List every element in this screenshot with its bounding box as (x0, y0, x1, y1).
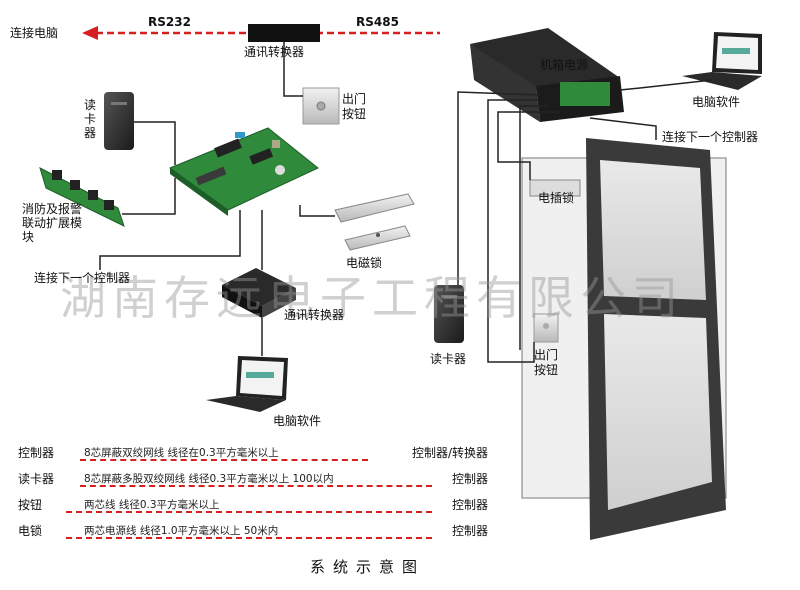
spec-target: 控制器 (451, 498, 488, 512)
spec-row-controller: 控制器 8芯屏蔽双绞网线 线径在0.3平方毫米以上 控制器/转换器 (18, 444, 488, 462)
right-laptop-device (682, 32, 762, 90)
mid-converter-label: 通讯转换器 (284, 308, 345, 322)
top-converter-device (248, 24, 320, 42)
spec-row-card-reader: 读卡器 8芯屏蔽多股双绞网线 线径0.3平方毫米以上 100以内 控制器 (18, 470, 488, 488)
spec-row-lock: 电锁 两芯电源线 线径1.0平方毫米以上 50米内 控制器 (18, 522, 488, 540)
spec-target: 控制器 (451, 524, 488, 538)
chassis-power-label: 机箱电源 (540, 58, 589, 72)
spec-desc: 两芯线 线径0.3平方毫米以上 (84, 499, 220, 511)
connect-pc-label: 连接电脑 (10, 26, 59, 40)
rs485-label: RS485 (356, 15, 399, 29)
left-next-controller-label: 连接下一个控制器 (34, 271, 131, 285)
spec-desc: 8芯屏蔽双绞网线 线径在0.3平方毫米以上 (84, 447, 279, 459)
bottom-pc-software-label: 电脑软件 (273, 414, 322, 428)
spec-desc: 8芯屏蔽多股双绞网线 线径0.3平方毫米以上 100以内 (84, 473, 334, 485)
chassis-power-device (470, 28, 624, 122)
mag-lock-label: 电磁锁 (346, 256, 383, 270)
spec-desc: 两芯电源线 线径1.0平方毫米以上 50米内 (84, 525, 279, 537)
left-card-reader-device (104, 92, 134, 150)
spec-device: 控制器 (18, 446, 55, 460)
fire-module-label: 消防及报警联动扩展模块 (22, 202, 83, 244)
left-wiring (99, 42, 335, 356)
spec-device: 电锁 (18, 524, 43, 538)
fire-module-device (39, 167, 125, 227)
rs232-label: RS232 (148, 15, 191, 29)
right-card-reader-device (434, 285, 464, 343)
spec-target: 控制器 (451, 472, 488, 486)
company-watermark: 湖南存远电子工程有限公司 (60, 271, 684, 325)
right-next-controller-label: 连接下一个控制器 (662, 130, 759, 144)
electric-lock-label: 电插锁 (538, 191, 575, 205)
right-card-reader-label: 读卡器 (430, 352, 467, 366)
glass-door (586, 138, 726, 540)
spec-device: 读卡器 (18, 472, 55, 486)
bottom-laptop-device (206, 356, 288, 412)
left-card-reader-label: 读卡器 (84, 98, 97, 140)
right-exit-button-device (533, 313, 559, 343)
right-pc-software-label: 电脑软件 (692, 95, 741, 109)
right-exit-button-label: 出门按钮 (534, 348, 559, 377)
spec-row-button: 按钮 两芯线 线径0.3平方毫米以上 控制器 (18, 496, 488, 514)
spec-device: 按钮 (18, 498, 43, 512)
diagram-caption: 系统示意图 (310, 558, 426, 576)
left-exit-button-device (302, 87, 340, 125)
right-wiring (457, 79, 713, 363)
mag-lock-device (334, 193, 415, 251)
controller-board (168, 127, 319, 216)
mid-converter-device (222, 268, 296, 318)
left-exit-button-label: 出门按钮 (342, 92, 367, 121)
top-converter-label: 通讯转换器 (244, 45, 305, 59)
spec-target: 控制器/转换器 (411, 446, 488, 460)
